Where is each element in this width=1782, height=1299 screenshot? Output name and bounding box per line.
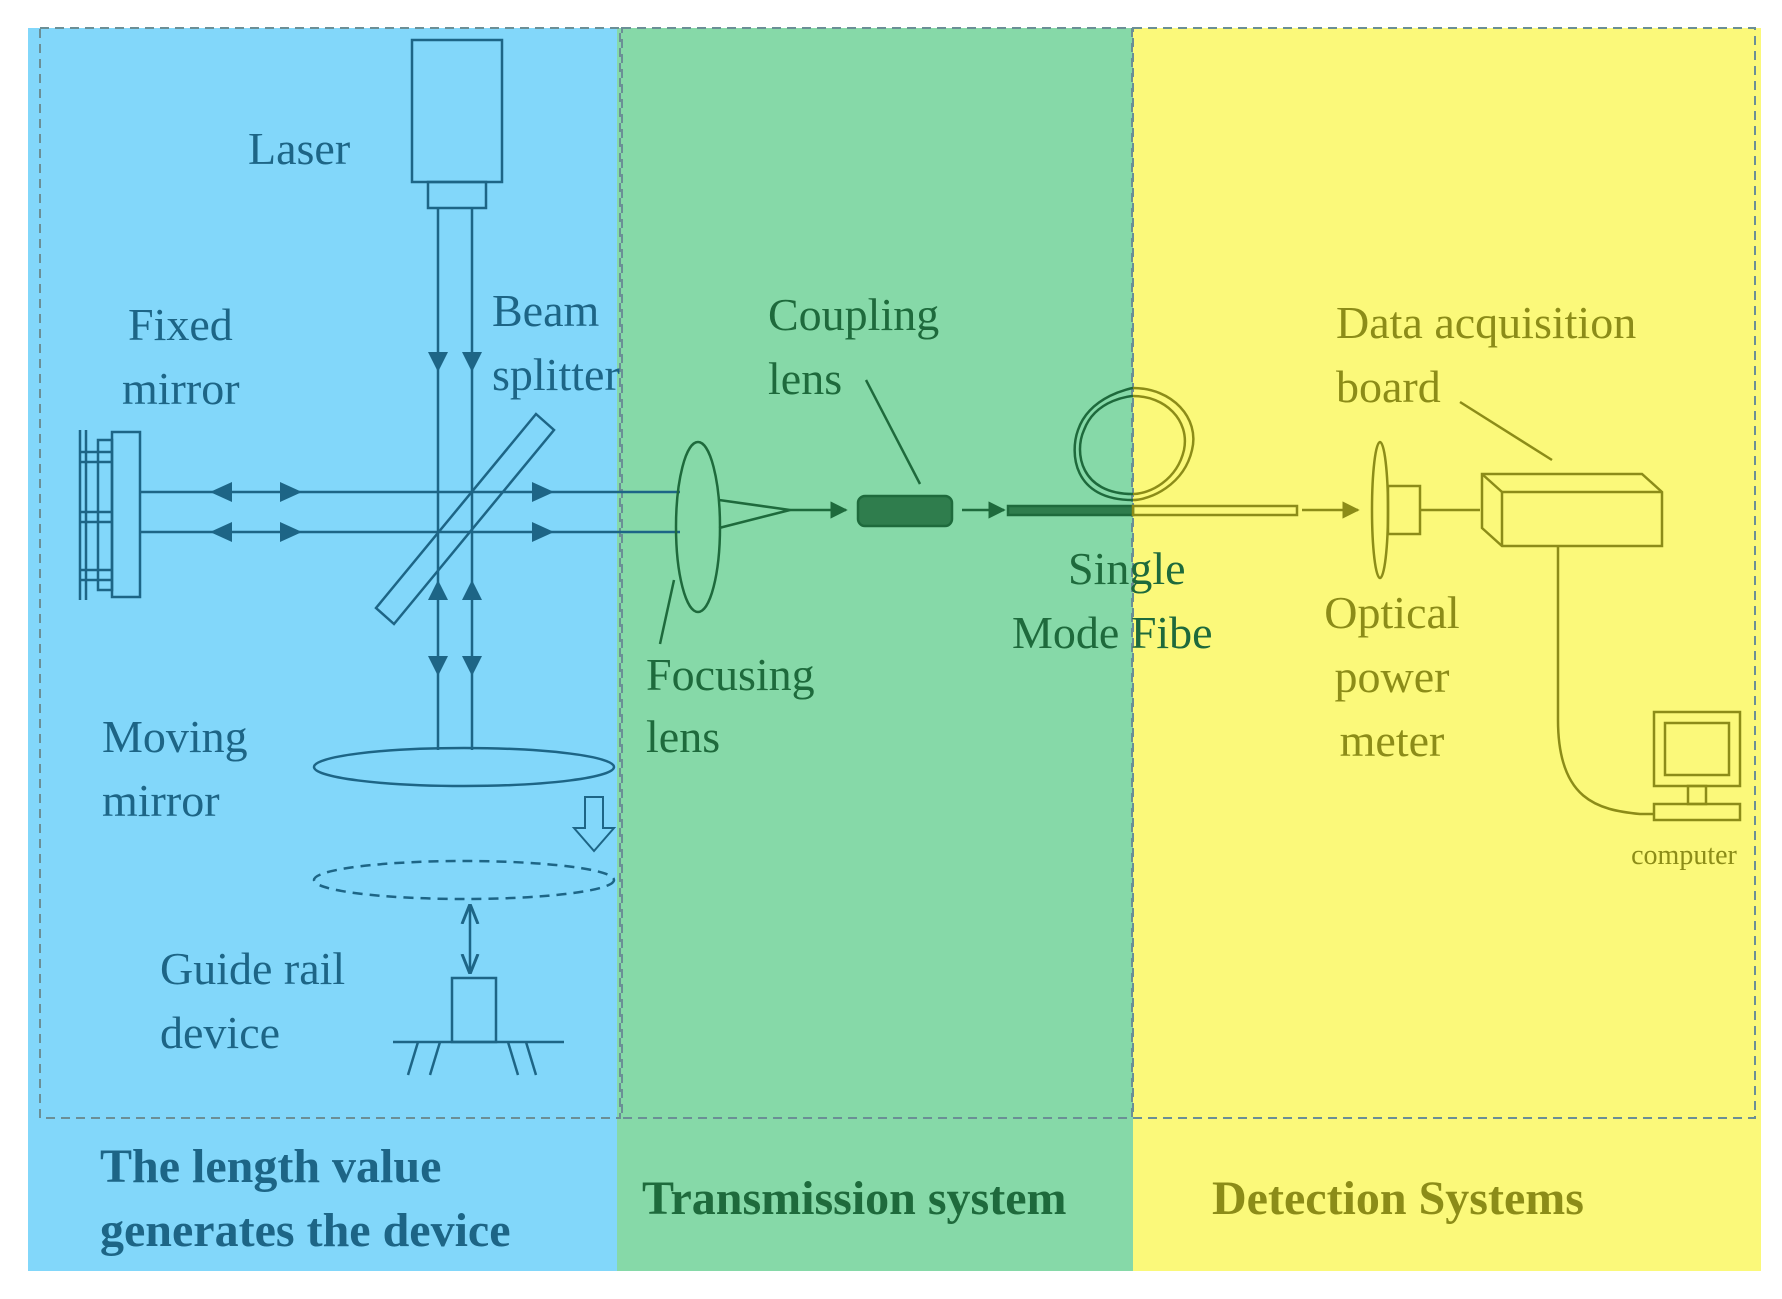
moving-mirror xyxy=(312,746,616,788)
label-fixed-mirror-2: mirror xyxy=(122,363,240,414)
label-opm-1: Optical xyxy=(1324,587,1459,638)
label-dab-1: Data acquisition xyxy=(1336,297,1636,348)
detection-components xyxy=(1131,386,1742,822)
laser-nozzle xyxy=(426,180,488,210)
label-guide-rail-2: device xyxy=(160,1007,280,1058)
single-mode-fiber xyxy=(1006,504,1135,517)
label-fixed-mirror-1: Fixed xyxy=(128,299,233,350)
section-title-length-1: The length value xyxy=(100,1140,441,1193)
dashed-frames xyxy=(39,27,1756,1119)
transmission-components xyxy=(658,379,1135,645)
label-focusing-lens-1: Focusing xyxy=(646,649,815,700)
panel-transmission xyxy=(617,28,1133,1271)
label-moving-mirror-2: mirror xyxy=(102,775,220,826)
coupling-lens xyxy=(856,494,954,528)
label-guide-rail-1: Guide rail xyxy=(160,943,345,994)
beam-splitter-plate xyxy=(374,412,556,626)
beam-arrowheads xyxy=(210,352,554,676)
moving-mirror-displaced xyxy=(312,859,616,901)
label-coupling-lens-2: lens xyxy=(768,353,842,404)
label-moving-mirror-1: Moving xyxy=(102,711,248,762)
label-laser: Laser xyxy=(248,123,350,174)
section-title-length-2: generates the device xyxy=(100,1204,511,1257)
label-single-mode-2: Mode Fibe xyxy=(1012,607,1213,658)
label-computer: computer xyxy=(1631,840,1737,871)
section-title-detection: Detection Systems xyxy=(1212,1172,1584,1225)
label-beam-splitter-1: Beam xyxy=(492,285,600,336)
move-down-arrow xyxy=(571,796,617,853)
panel-length-value xyxy=(28,28,617,1271)
label-single-mode-1: Single xyxy=(1068,543,1186,594)
label-opm-2: power xyxy=(1335,651,1450,702)
label-dab-2: board xyxy=(1336,361,1441,412)
label-beam-splitter-2: splitter xyxy=(492,349,620,400)
label-coupling-lens-1: Coupling xyxy=(768,289,939,340)
label-opm-3: meter xyxy=(1340,715,1445,766)
section-title-transmission: Transmission system xyxy=(642,1172,1066,1225)
label-focusing-lens-2: lens xyxy=(646,711,720,762)
panel-detection xyxy=(1133,28,1761,1271)
